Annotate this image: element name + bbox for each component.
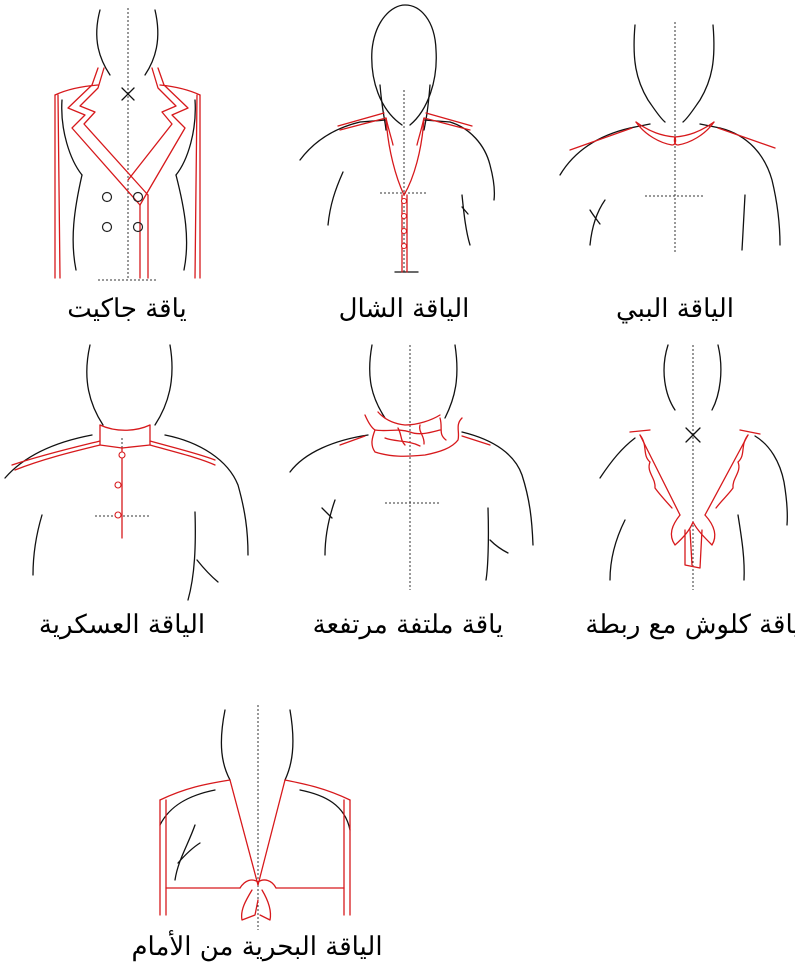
caption-jacket-collar: ياقة جاكيت bbox=[67, 296, 187, 322]
caption-sailor-collar: الياقة البحرية من الأمام bbox=[131, 934, 382, 960]
button-icon bbox=[402, 244, 407, 249]
caption-shawl-collar: الياقة الشال bbox=[339, 296, 470, 322]
button-icon bbox=[119, 452, 125, 458]
jacket-collar-figure bbox=[55, 8, 200, 280]
button-icon bbox=[134, 193, 143, 202]
sailor-collar-figure bbox=[160, 705, 350, 930]
button-icon bbox=[115, 482, 121, 488]
caption-military-collar: الياقة العسكرية bbox=[39, 612, 205, 638]
caption-ruffle-bow-collar: ياقة كلوش مع ربطة bbox=[585, 612, 795, 638]
caption-peter-pan-collar: الياقة الببي bbox=[616, 296, 734, 322]
peter-pan-collar-figure bbox=[560, 22, 780, 252]
button-icon bbox=[402, 229, 407, 234]
button-icon bbox=[402, 199, 407, 204]
button-icon bbox=[103, 193, 112, 202]
caption-high-draped-collar: ياقة ملتفة مرتفعة bbox=[313, 612, 504, 638]
button-icon bbox=[115, 512, 121, 518]
ruffle-bow-collar-figure bbox=[600, 345, 787, 590]
high-draped-collar-figure bbox=[290, 345, 533, 590]
button-icon bbox=[103, 223, 112, 232]
button-icon bbox=[134, 223, 143, 232]
button-icon bbox=[402, 214, 407, 219]
shawl-collar-figure bbox=[300, 5, 494, 272]
military-collar-figure bbox=[5, 345, 248, 600]
